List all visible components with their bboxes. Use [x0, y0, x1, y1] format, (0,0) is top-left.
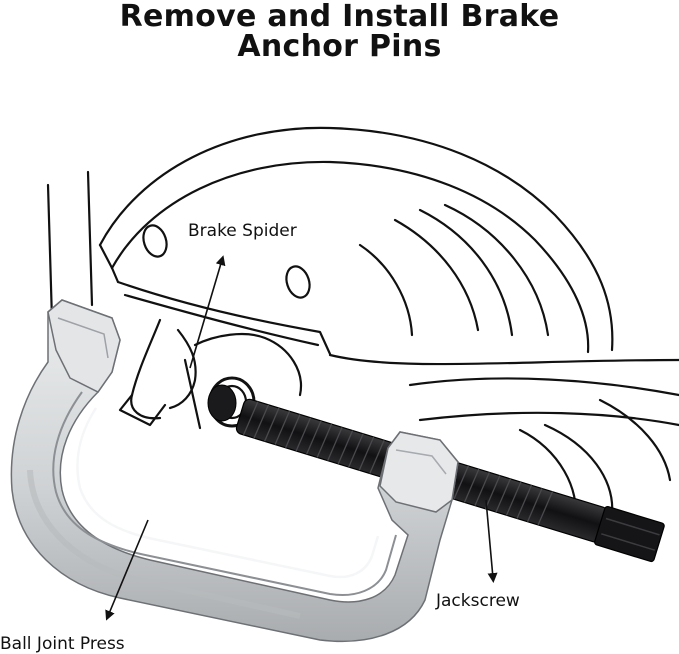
page-title-line-2: Anchor Pins — [237, 29, 442, 64]
jackscrew-label: Jackscrew — [436, 591, 520, 611]
ball-joint-press-label: Ball Joint Press — [0, 634, 125, 654]
brake-spider-label: Brake Spider — [188, 221, 297, 241]
brake-assembly-line-art — [46, 126, 679, 522]
ball-joint-press-arrow — [105, 519, 149, 621]
ball-joint-press — [10, 299, 459, 643]
brake-spider-arrow — [189, 255, 226, 369]
callout-arrows — [105, 255, 498, 621]
page-title-line-1: Remove and Install Brake — [119, 0, 560, 34]
jackscrew-arrow — [485, 499, 498, 583]
